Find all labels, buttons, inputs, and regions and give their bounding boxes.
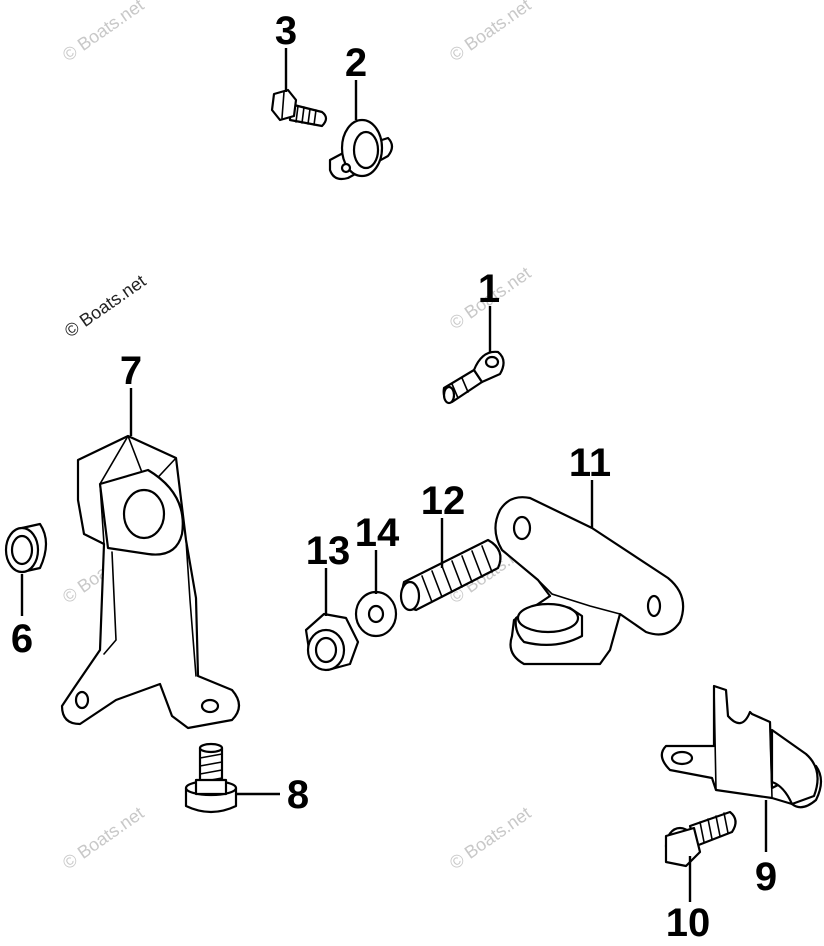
callout-8: 8: [287, 773, 309, 817]
callouts: 3 2 1 7 6 8 13 14 12 11 9 10: [11, 9, 777, 945]
part-13-nut[interactable]: [304, 612, 360, 672]
part-2-clamp[interactable]: [328, 118, 394, 181]
part-11-plate[interactable]: [494, 496, 685, 666]
callout-9: 9: [755, 855, 777, 899]
callout-7: 7: [120, 349, 142, 393]
callout-11: 11: [569, 441, 611, 485]
part-3-bolt[interactable]: [270, 88, 328, 128]
part-7-bracket[interactable]: [60, 434, 241, 730]
callout-14: 14: [355, 511, 400, 555]
part-8-bolt[interactable]: [184, 742, 238, 814]
part-12-stud[interactable]: [399, 538, 502, 612]
callout-10: 10: [666, 901, 711, 945]
part-10-bolt[interactable]: [664, 810, 737, 868]
callout-3: 3: [275, 9, 297, 53]
watermark: © Boats.net: [61, 271, 150, 341]
callout-2: 2: [345, 41, 367, 85]
part-14-washer[interactable]: [354, 590, 398, 638]
callout-6: 6: [11, 617, 33, 661]
watermark: © Boats.net: [446, 0, 535, 65]
part-6-grommet[interactable]: [4, 522, 48, 574]
watermark: © Boats.net: [59, 0, 148, 65]
leader-lines: [20, 48, 768, 902]
watermark: © Boats.net: [446, 803, 535, 873]
part-1-terminal[interactable]: [442, 350, 505, 405]
callout-12: 12: [421, 479, 466, 523]
part-9-bracket[interactable]: [660, 684, 823, 809]
watermark: © Boats.net: [59, 803, 148, 873]
callout-13: 13: [306, 529, 351, 573]
callout-1: 1: [478, 267, 500, 311]
